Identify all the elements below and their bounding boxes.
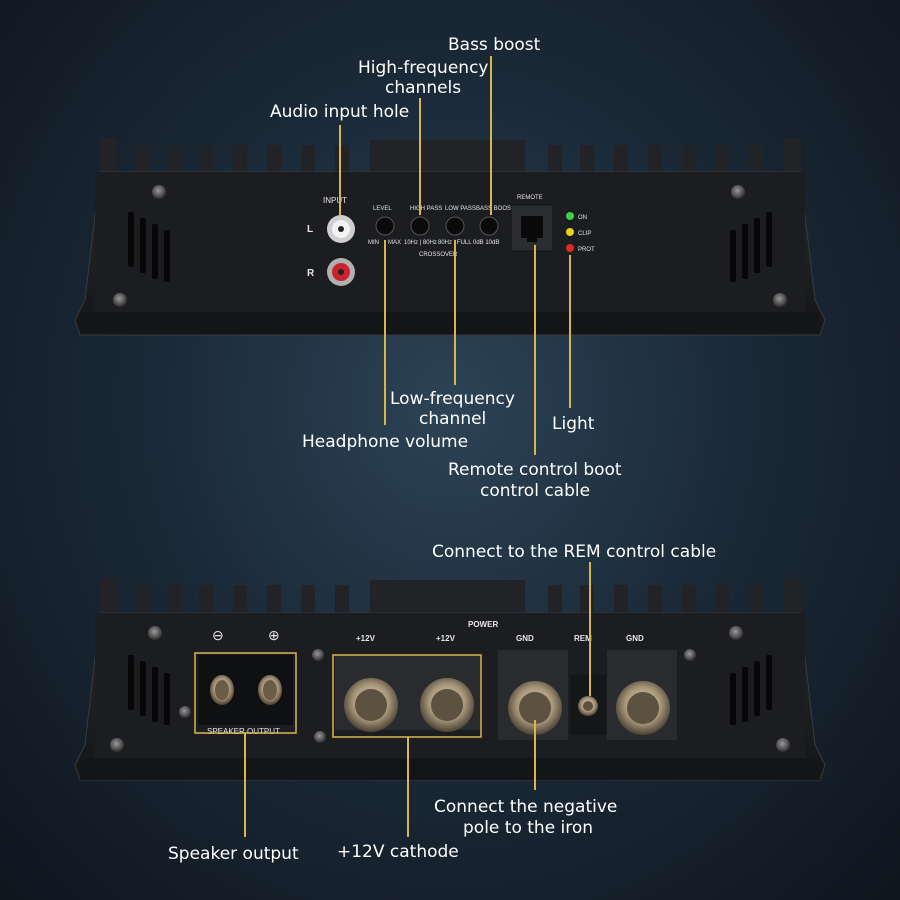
gnd-terminal-b[interactable]	[607, 650, 677, 740]
bottom-left-vent	[128, 655, 170, 725]
callout-negative-2: pole to the iron	[463, 818, 593, 838]
callout-low-frequency-2: channel	[419, 409, 486, 429]
speaker-output-panel-label: SPEAKER OUTPUT	[207, 727, 280, 736]
callout-labels: Bass boost High-frequency channels Audio…	[168, 35, 716, 864]
bass-boost-knob[interactable]	[479, 216, 499, 236]
high-pass-knob[interactable]	[410, 216, 430, 236]
screw-icon	[776, 738, 790, 752]
crossover-label: CROSSOVER	[419, 252, 458, 258]
rca-right-jack[interactable]	[327, 258, 355, 286]
screw-icon	[684, 649, 696, 661]
bass-boost-range: 0dB 10dB	[473, 240, 499, 246]
callout-headphone-volume: Headphone volume	[302, 432, 468, 452]
screw-icon	[179, 706, 191, 718]
level-min-label: MIN	[368, 240, 379, 246]
top-front-panel	[95, 172, 805, 312]
callout-audio-input: Audio input hole	[270, 102, 409, 122]
speaker-terminal-block[interactable]	[198, 655, 293, 725]
remote-label: REMOTE	[517, 195, 543, 201]
gnd-label-a: GND	[516, 634, 534, 643]
plus-symbol: ⊕	[268, 627, 280, 643]
screw-icon	[731, 185, 745, 199]
level-max-label: MAX	[388, 240, 401, 246]
gnd-label-b: GND	[626, 634, 644, 643]
top-left-vent	[128, 212, 170, 282]
channel-l-label: L	[307, 224, 313, 235]
callout-high-frequency-1: High-frequency	[358, 58, 488, 78]
screw-icon	[110, 738, 124, 752]
callout-speaker-output: Speaker output	[168, 844, 299, 864]
on-led-label: ON	[578, 215, 587, 221]
indicator-leds: ON CLIP PROT	[566, 212, 595, 253]
gnd-terminal-a[interactable]	[498, 650, 568, 740]
minus-symbol: ⊖	[212, 627, 224, 643]
callout-lines	[244, 56, 591, 837]
high-pass-range: 10Hz | 80Hz	[404, 240, 437, 246]
bottom-right-vent	[730, 655, 772, 725]
bottom-base-plate	[80, 758, 820, 780]
level-knob[interactable]	[375, 216, 395, 236]
callout-low-frequency-1: Low-frequency	[390, 389, 515, 409]
callout-bass-boost: Bass boost	[448, 35, 541, 55]
rca-left-jack[interactable]	[327, 215, 355, 243]
clip-led-icon	[566, 228, 574, 236]
top-amplifier: INPUT L R LEVEL MIN MAX HIGH PASS 10Hz |…	[74, 138, 826, 336]
on-led-icon	[566, 212, 574, 220]
callout-light: Light	[552, 414, 595, 434]
plus12-label-b: +12V	[436, 634, 456, 643]
rem-terminal[interactable]	[570, 675, 606, 735]
power-label: POWER	[468, 620, 498, 629]
remote-port[interactable]	[510, 204, 554, 252]
bass-boost-label: BASS BOOST	[476, 206, 515, 212]
screw-icon	[773, 293, 787, 307]
prot-led-icon	[566, 244, 574, 252]
prot-led-label: PROT	[578, 247, 595, 253]
callout-remote-1: Remote control boot	[448, 460, 622, 480]
bottom-heatsink-fins	[100, 578, 801, 614]
high-pass-label: HIGH PASS	[410, 206, 442, 212]
screw-icon	[314, 731, 326, 743]
screw-icon	[729, 626, 743, 640]
bottom-amplifier: ⊖ ⊕ SPEAKER OUTPUT POWER +12V +12V GND R…	[74, 578, 826, 781]
top-right-vent	[730, 212, 772, 282]
plus12-terminal-block[interactable]	[335, 655, 480, 732]
screw-icon	[152, 185, 166, 199]
input-label: INPUT	[323, 196, 347, 205]
rem-label: REM	[574, 634, 592, 643]
level-label: LEVEL	[373, 206, 392, 212]
low-pass-label: LOW PASS	[445, 206, 476, 212]
screw-icon	[113, 293, 127, 307]
callout-remote-2: control cable	[480, 481, 590, 501]
screw-icon	[148, 626, 162, 640]
callout-rem-cable: Connect to the REM control cable	[432, 542, 716, 562]
low-pass-knob[interactable]	[445, 216, 465, 236]
top-heatsink-fins	[100, 138, 801, 173]
callout-12v-cathode: +12V cathode	[337, 842, 459, 862]
callout-negative-1: Connect the negative	[434, 797, 617, 817]
plus12-label-a: +12V	[356, 634, 376, 643]
top-base-plate	[80, 312, 820, 334]
channel-r-label: R	[307, 268, 315, 279]
callout-high-frequency-2: channels	[385, 78, 461, 98]
screw-icon	[312, 649, 324, 661]
clip-led-label: CLIP	[578, 231, 591, 237]
